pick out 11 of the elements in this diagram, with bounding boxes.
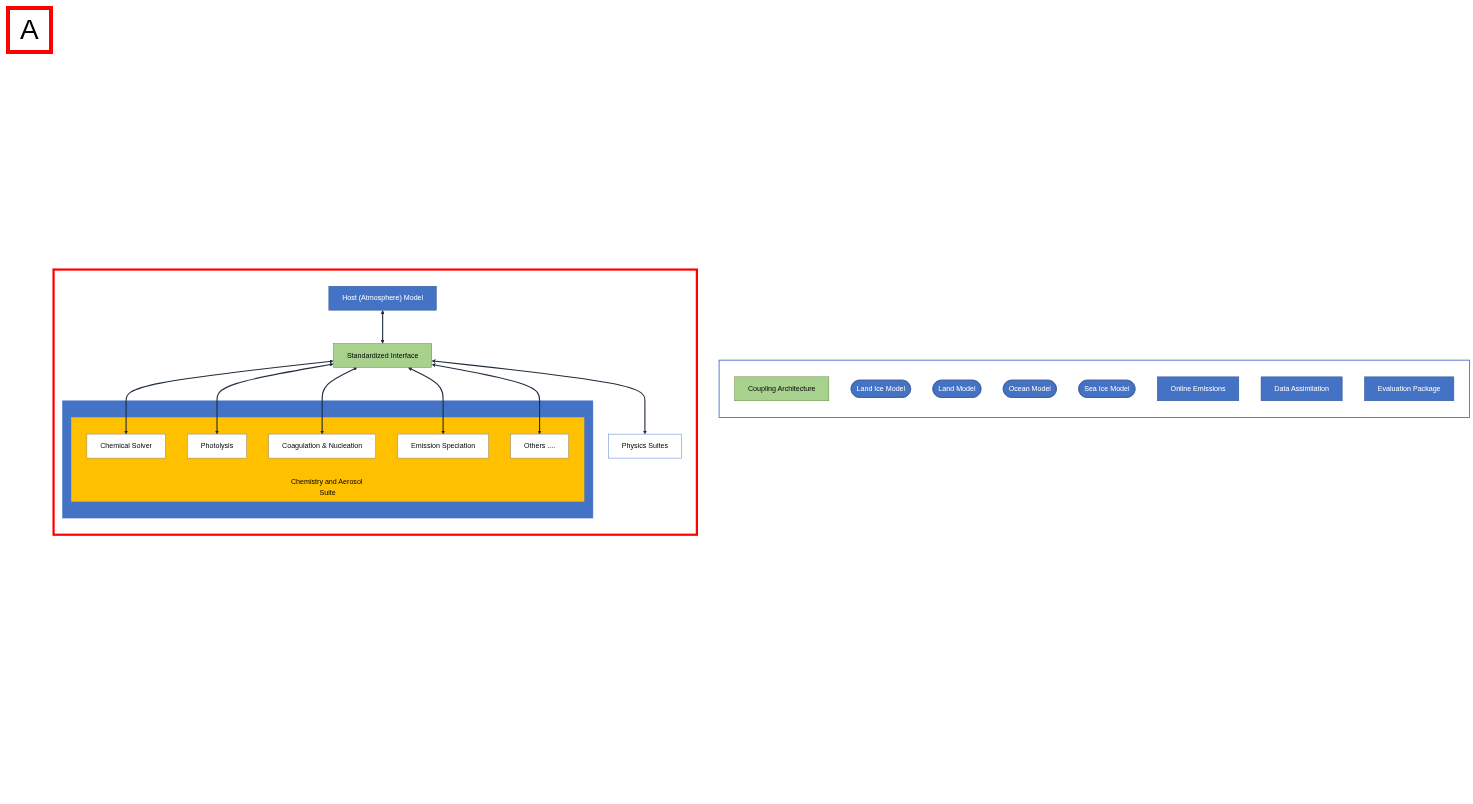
cluster — [52, 268, 698, 536]
panel-letter: A — [6, 6, 53, 54]
arrow — [380, 310, 385, 344]
cluster — [62, 400, 594, 519]
cluster — [718, 359, 1470, 418]
arrow — [215, 362, 334, 435]
arrow — [407, 367, 446, 435]
arrow — [320, 367, 358, 435]
arrow — [431, 363, 542, 435]
arrow — [124, 359, 334, 435]
arrow — [431, 359, 647, 435]
